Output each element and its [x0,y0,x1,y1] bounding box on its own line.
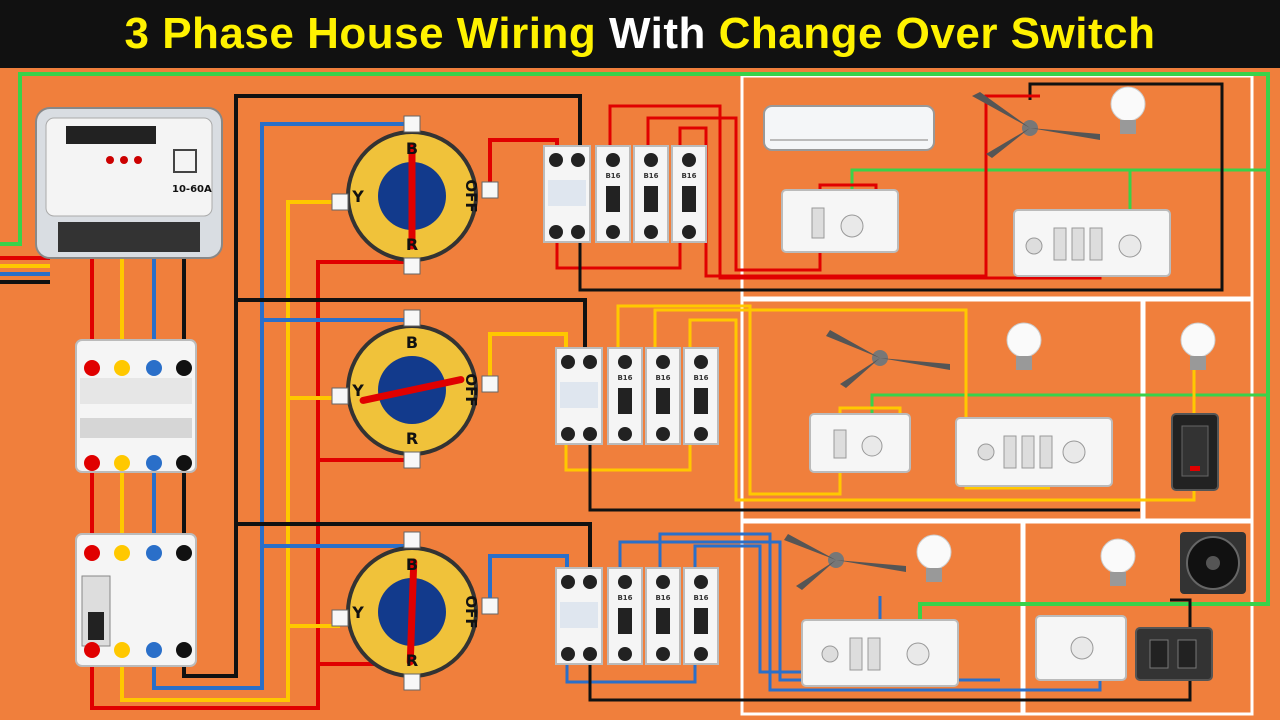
light-bulb-icon [1100,538,1136,586]
breaker-label: B16 [617,594,632,602]
switchboard [1013,209,1171,277]
energy-meter: 10-60A [35,107,223,259]
cs3-out [488,554,569,610]
changeover-switch: B R Y OFF [331,309,499,469]
terminal [403,531,421,549]
switchboard [1171,413,1219,491]
title-part1: 3 Phase House Wiring [124,9,609,58]
cs2-out [488,332,568,384]
terminal [403,257,421,275]
breaker-label: B16 [681,172,696,180]
appliances [763,86,1246,687]
rccb-out-blue [152,122,408,690]
light-bulb-icon [1110,86,1146,134]
changeover-label: R [406,429,418,448]
changeover-switch: B R Y OFF [331,531,499,691]
light-bulb-icon [1006,322,1042,370]
terminal [331,193,349,211]
distribution-board: B16 B16 B16 [555,567,719,665]
ceiling-fan-icon [972,92,1100,158]
changeover-label-off: OFF [462,179,480,212]
breaker-label: B16 [655,594,670,602]
title-part2: With [608,9,706,58]
switchboard [955,417,1113,487]
changeover-label: B [406,555,418,574]
title-bar: 3 Phase House Wiring With Change Over Sw… [0,0,1280,68]
black-to-db3 [236,522,592,574]
changeover-label: R [406,651,418,670]
changeover-label: Y [351,603,364,622]
switchboard [809,413,911,473]
terminal [331,609,349,627]
terminal [403,673,421,691]
light-bulb-icon [1180,322,1216,370]
terminal [481,375,499,393]
switchboard [801,619,959,687]
changeover-label: Y [351,187,364,206]
terminal [331,387,349,405]
light-bulb-icon [916,534,952,582]
changeover-label: B [406,333,418,352]
switchboard [1035,615,1127,681]
breaker-label: B16 [693,374,708,382]
ceiling-fan-icon [826,330,950,388]
exhaust-fan-icon [1180,532,1246,594]
terminal [403,115,421,133]
breaker-label: B16 [617,374,632,382]
terminal [403,309,421,327]
rccb-out-black [182,94,582,678]
earth-wire [0,72,1270,640]
title-part3: Change Over Switch [705,9,1156,58]
rccb [75,533,197,667]
ceiling-fan-icon [784,534,906,590]
breaker-label: B16 [693,594,708,602]
changeover-switch: B R Y OFF [331,115,499,275]
air-conditioner-icon [763,105,935,151]
distribution-board: B16 B16 B16 [543,145,707,243]
terminal [481,181,499,199]
rccb-out-red [90,260,415,710]
rccb-out-yellow [120,200,340,702]
four-pole-mcb [75,339,197,473]
changeover-label-off: OFF [462,595,480,628]
room-box-4 [740,520,1024,716]
changeover-switches: B R Y OFF B R Y OFF B R Y OFF [331,115,499,691]
changeover-label: Y [351,381,364,400]
breaker-label: B16 [655,374,670,382]
main-feed [0,94,592,710]
terminal [403,451,421,469]
meter-rating: 10-60A [172,184,212,195]
breaker-label: B16 [643,172,658,180]
distribution-board: B16 B16 B16 [555,347,719,445]
changeover-label-off: OFF [462,373,480,406]
room-box-5 [1022,520,1254,716]
switchboard [1135,627,1213,681]
breaker-label: B16 [605,172,620,180]
room-box-3 [1142,298,1254,522]
wiring-diagram: 10-60A [0,72,1270,716]
changeover-label: B [406,139,418,158]
changeover-label: R [406,235,418,254]
terminal [481,597,499,615]
switchboard [781,189,899,253]
black-to-db2 [236,298,587,356]
room-box-2 [740,298,1144,522]
